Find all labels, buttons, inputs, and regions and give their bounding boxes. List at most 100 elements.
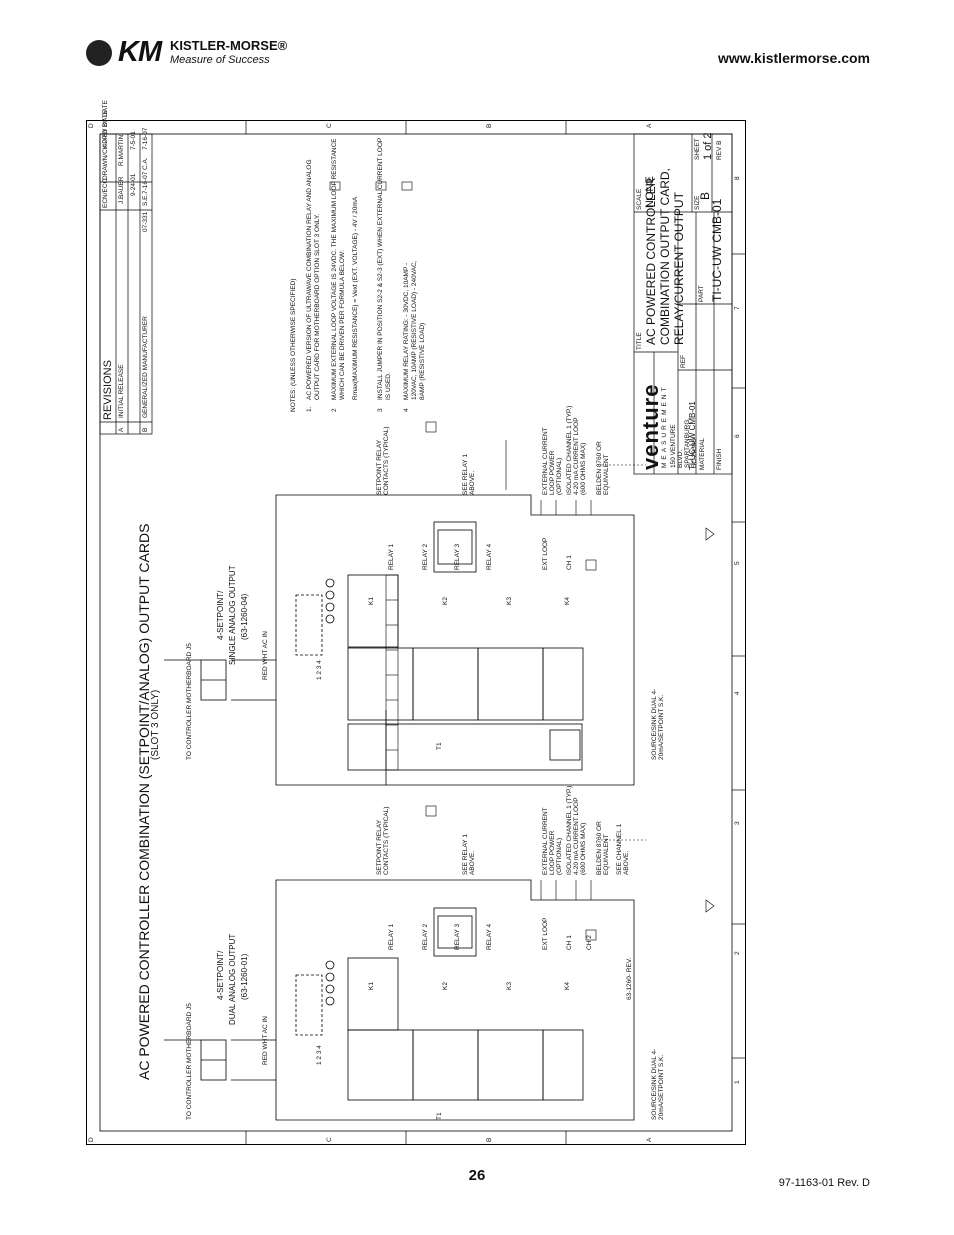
card-title-line1: 4-SETPOINT/ (216, 950, 225, 1000)
terminal-ext-loop: EXT LOOP (542, 537, 549, 570)
tb-part-label: PART (698, 285, 705, 302)
note-num: 1. (306, 406, 313, 412)
terminal-relay-3: RELAY 3 (454, 923, 461, 950)
belden-note: BELDEN 8760 OR EQUIVALENT (596, 441, 610, 495)
tb-file-number: TI-UC-UW CMB-01 (688, 401, 697, 470)
jumper-label: SOURCE/SINK DUAL 4-20mA/SETPOINT S.K. (651, 1048, 665, 1120)
rev-letter: A (118, 427, 125, 432)
rev-drawn: S.E. (142, 193, 149, 206)
terminal-relay-1: RELAY 1 (388, 923, 395, 950)
relay-k3: K3 (506, 982, 513, 990)
tb-material-label: MATERIAL (699, 437, 706, 470)
rev-drawn-date: 7-16-07 (142, 171, 149, 194)
drawing-linework (86, 120, 746, 1145)
border-number: 7 (734, 306, 741, 310)
external-current-note: EXTERNAL CURRENT LOOP POWER (OPTIONAL) (542, 427, 563, 495)
border-letter: C (326, 1137, 333, 1142)
see-relay-note: SEE RELAY 1 ABOVE. (462, 454, 476, 495)
terminal-ch1: CH 1 (566, 935, 573, 950)
see-channel-note: SEE CHANNEL 1 ABOVE. (616, 823, 630, 875)
ac-in-label: RED WHT AC IN (262, 631, 269, 680)
kistler-morse-logo: KM KISTLER-MORSE® Measure of Success (86, 34, 306, 74)
rev-appd-date: 7-5-01 (130, 131, 137, 150)
rev-col-appd: APP'D BY DATE (102, 100, 109, 148)
border-letter: A (646, 123, 653, 128)
tb-ref-label: REF (680, 355, 687, 368)
board-ref: 63-1260- REV. (626, 957, 633, 1000)
drawing-subtitle: (SLOT 3 ONLY) (150, 689, 161, 760)
note-num: 3 (377, 408, 384, 412)
card-title-line1: 4-SETPOINT/ (216, 590, 225, 640)
tb-title-line3: RELAY/CURRENT OUTPUT (672, 192, 686, 345)
setpoint-callout: SETPOINT RELAY CONTACTS (TYPICAL) (376, 806, 390, 876)
note-text: AC POWERED VERSION OF ULTRAWAVE COMBINAT… (306, 159, 321, 400)
terminal-relay-4: RELAY 4 (486, 923, 493, 950)
website-url[interactable]: www.kistlermorse.com (718, 50, 870, 66)
rev-drawn: J.BAUER (118, 176, 125, 204)
border-number: 8 (734, 176, 741, 180)
tb-sheet-label: SHEET (694, 138, 701, 160)
note-text: Rmax(MAXIMUM RESISTANCE) = Vext (EXT. VO… (352, 196, 359, 400)
motherboard-label: TO CONTROLLER MOTHERBOARD J5 (186, 643, 193, 760)
border-letter: A (646, 1137, 653, 1142)
border-number: 5 (734, 561, 741, 565)
border-letter: D (88, 1137, 95, 1142)
external-current-note: EXTERNAL CURRENT LOOP POWER (OPTIONAL) (542, 807, 563, 875)
transformer-label: T1 (436, 742, 443, 750)
terminal-relay-2: RELAY 2 (422, 923, 429, 950)
relay-k4: K4 (564, 597, 571, 605)
relay-k4: K4 (564, 982, 571, 990)
card-part-number: (63-1260-04) (240, 593, 249, 640)
border-letter: B (486, 1137, 493, 1142)
jumper-label: SOURCE/SINK DUAL 4-20mA/SETPOINT S.K. (651, 688, 665, 760)
dual-card-outline (164, 879, 635, 1121)
terminal-ch1: CH 1 (566, 555, 573, 570)
tb-part-number: TI-UC-UW CMB-01 (710, 198, 724, 302)
terminal-ch2: CH 2 (586, 935, 593, 950)
rev-desc: INITIAL RELEASE (118, 364, 125, 418)
relay-k1: K1 (368, 982, 375, 990)
page-number: 26 (468, 1167, 486, 1184)
terminal-relay-2: RELAY 2 (422, 543, 429, 570)
note-text: MAXIMUM EXTERNAL LOOP VOLTAGE IS 24VDC. … (331, 138, 346, 400)
border-number: 3 (734, 821, 741, 825)
terminal-relay-3: RELAY 3 (454, 543, 461, 570)
terminal-relay-4: RELAY 4 (486, 543, 493, 570)
logo-initials: KM (118, 36, 162, 68)
terminal-ext-loop: EXT LOOP (542, 917, 549, 950)
brand-tagline: Measure of Success (170, 54, 270, 66)
relay-k2: K2 (442, 982, 449, 990)
note-num: 4 (403, 408, 410, 412)
relay-k1: K1 (368, 597, 375, 605)
card-part-number: (63-1260-01) (240, 953, 249, 1000)
drawing-title: AC POWERED CONTROLLER COMBINATION (SETPO… (136, 523, 152, 1080)
border-number: 4 (734, 691, 741, 695)
note-text: MAXIMUM RELAY RATING: - 30VDC, 10AMP - 1… (403, 260, 426, 400)
border-number: 6 (734, 434, 741, 438)
wiring-drawing: D C B A D C B A 1 2 3 4 5 6 7 8 AC POWER… (86, 100, 746, 1145)
relay-k3: K3 (506, 597, 513, 605)
rev-appd: C.A. (142, 157, 149, 170)
single-card-outline (164, 494, 635, 786)
card-title-line2: SINGLE ANALOG OUTPUT (228, 565, 237, 665)
rev-col-ecn: ECN/ECO (102, 178, 109, 208)
tb-size: B (698, 191, 712, 200)
tb-finish-label: FINISH (716, 448, 723, 470)
motherboard-label: TO CONTROLLER MOTHERBOARD J5 (186, 1003, 193, 1120)
rev-appd: R.MARTIN (118, 134, 125, 166)
revisions-heading: REVISIONS (102, 360, 114, 420)
border-number: 2 (734, 951, 741, 955)
ac-in-label: RED WHT AC IN (262, 1016, 269, 1065)
rev-letter: B (142, 427, 149, 432)
transformer-label: T1 (436, 1112, 443, 1120)
relay-k2: K2 (442, 597, 449, 605)
belden-note: BELDEN 8760 OR EQUIVALENT (596, 821, 610, 875)
terminal-relay-1: RELAY 1 (388, 543, 395, 570)
globe-icon (86, 40, 112, 66)
led-numbers: 1 2 3 4 (316, 660, 323, 680)
border-letter: B (486, 123, 493, 128)
notes-heading: NOTES: (UNLESS OTHERWISE SPECIFIED) (290, 278, 297, 412)
brand-name: KISTLER-MORSE® (170, 38, 288, 53)
rev-ecn: 07-331 (142, 211, 149, 232)
isolated-channel-note: ISOLATED CHANNEL 1 (TYP.) 4-20 mA CURREN… (566, 785, 587, 875)
